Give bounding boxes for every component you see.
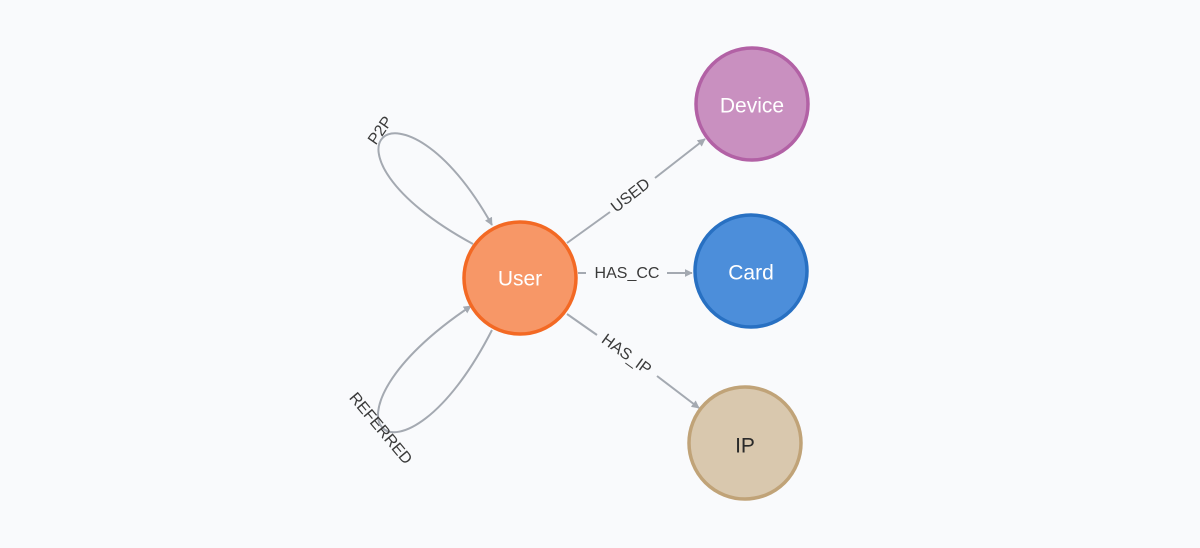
relationship-has-ip-label: HAS_IP: [598, 331, 654, 378]
node-user[interactable]: User: [462, 220, 578, 336]
relationship-has-ip-line-end[interactable]: [656, 375, 700, 409]
node-card-label: Card: [728, 262, 774, 285]
relationship-used-label: USED: [608, 175, 654, 216]
node-ip-circle[interactable]: [687, 385, 803, 501]
node-device-label: Device: [720, 95, 784, 118]
node-device[interactable]: Device: [694, 46, 810, 162]
relationship-used-line-start[interactable]: [566, 211, 611, 244]
relationship-has-cc-label: HAS_CC: [595, 265, 660, 282]
relationship-referred-line[interactable]: [377, 305, 493, 434]
relationship-used[interactable]: USED: [566, 138, 706, 244]
node-user-circle[interactable]: [462, 220, 578, 336]
relationship-p2p-line[interactable]: [377, 132, 493, 245]
relationship-p2p[interactable]: P2P: [365, 114, 493, 245]
node-device-circle[interactable]: [694, 46, 810, 162]
node-ip-label: IP: [735, 435, 755, 458]
relationship-referred[interactable]: REFERRED: [345, 305, 493, 468]
node-user-label: User: [498, 268, 542, 291]
relationship-has-cc[interactable]: HAS_CC: [578, 265, 693, 282]
node-card[interactable]: Card: [693, 213, 809, 329]
node-card-circle[interactable]: [693, 213, 809, 329]
relationship-has-ip-line-start[interactable]: [566, 313, 598, 336]
relationship-p2p-label: P2P: [365, 114, 396, 149]
relationship-has-ip[interactable]: HAS_IP: [566, 313, 700, 409]
node-ip[interactable]: IP: [687, 385, 803, 501]
relationship-used-line-end[interactable]: [654, 138, 706, 179]
